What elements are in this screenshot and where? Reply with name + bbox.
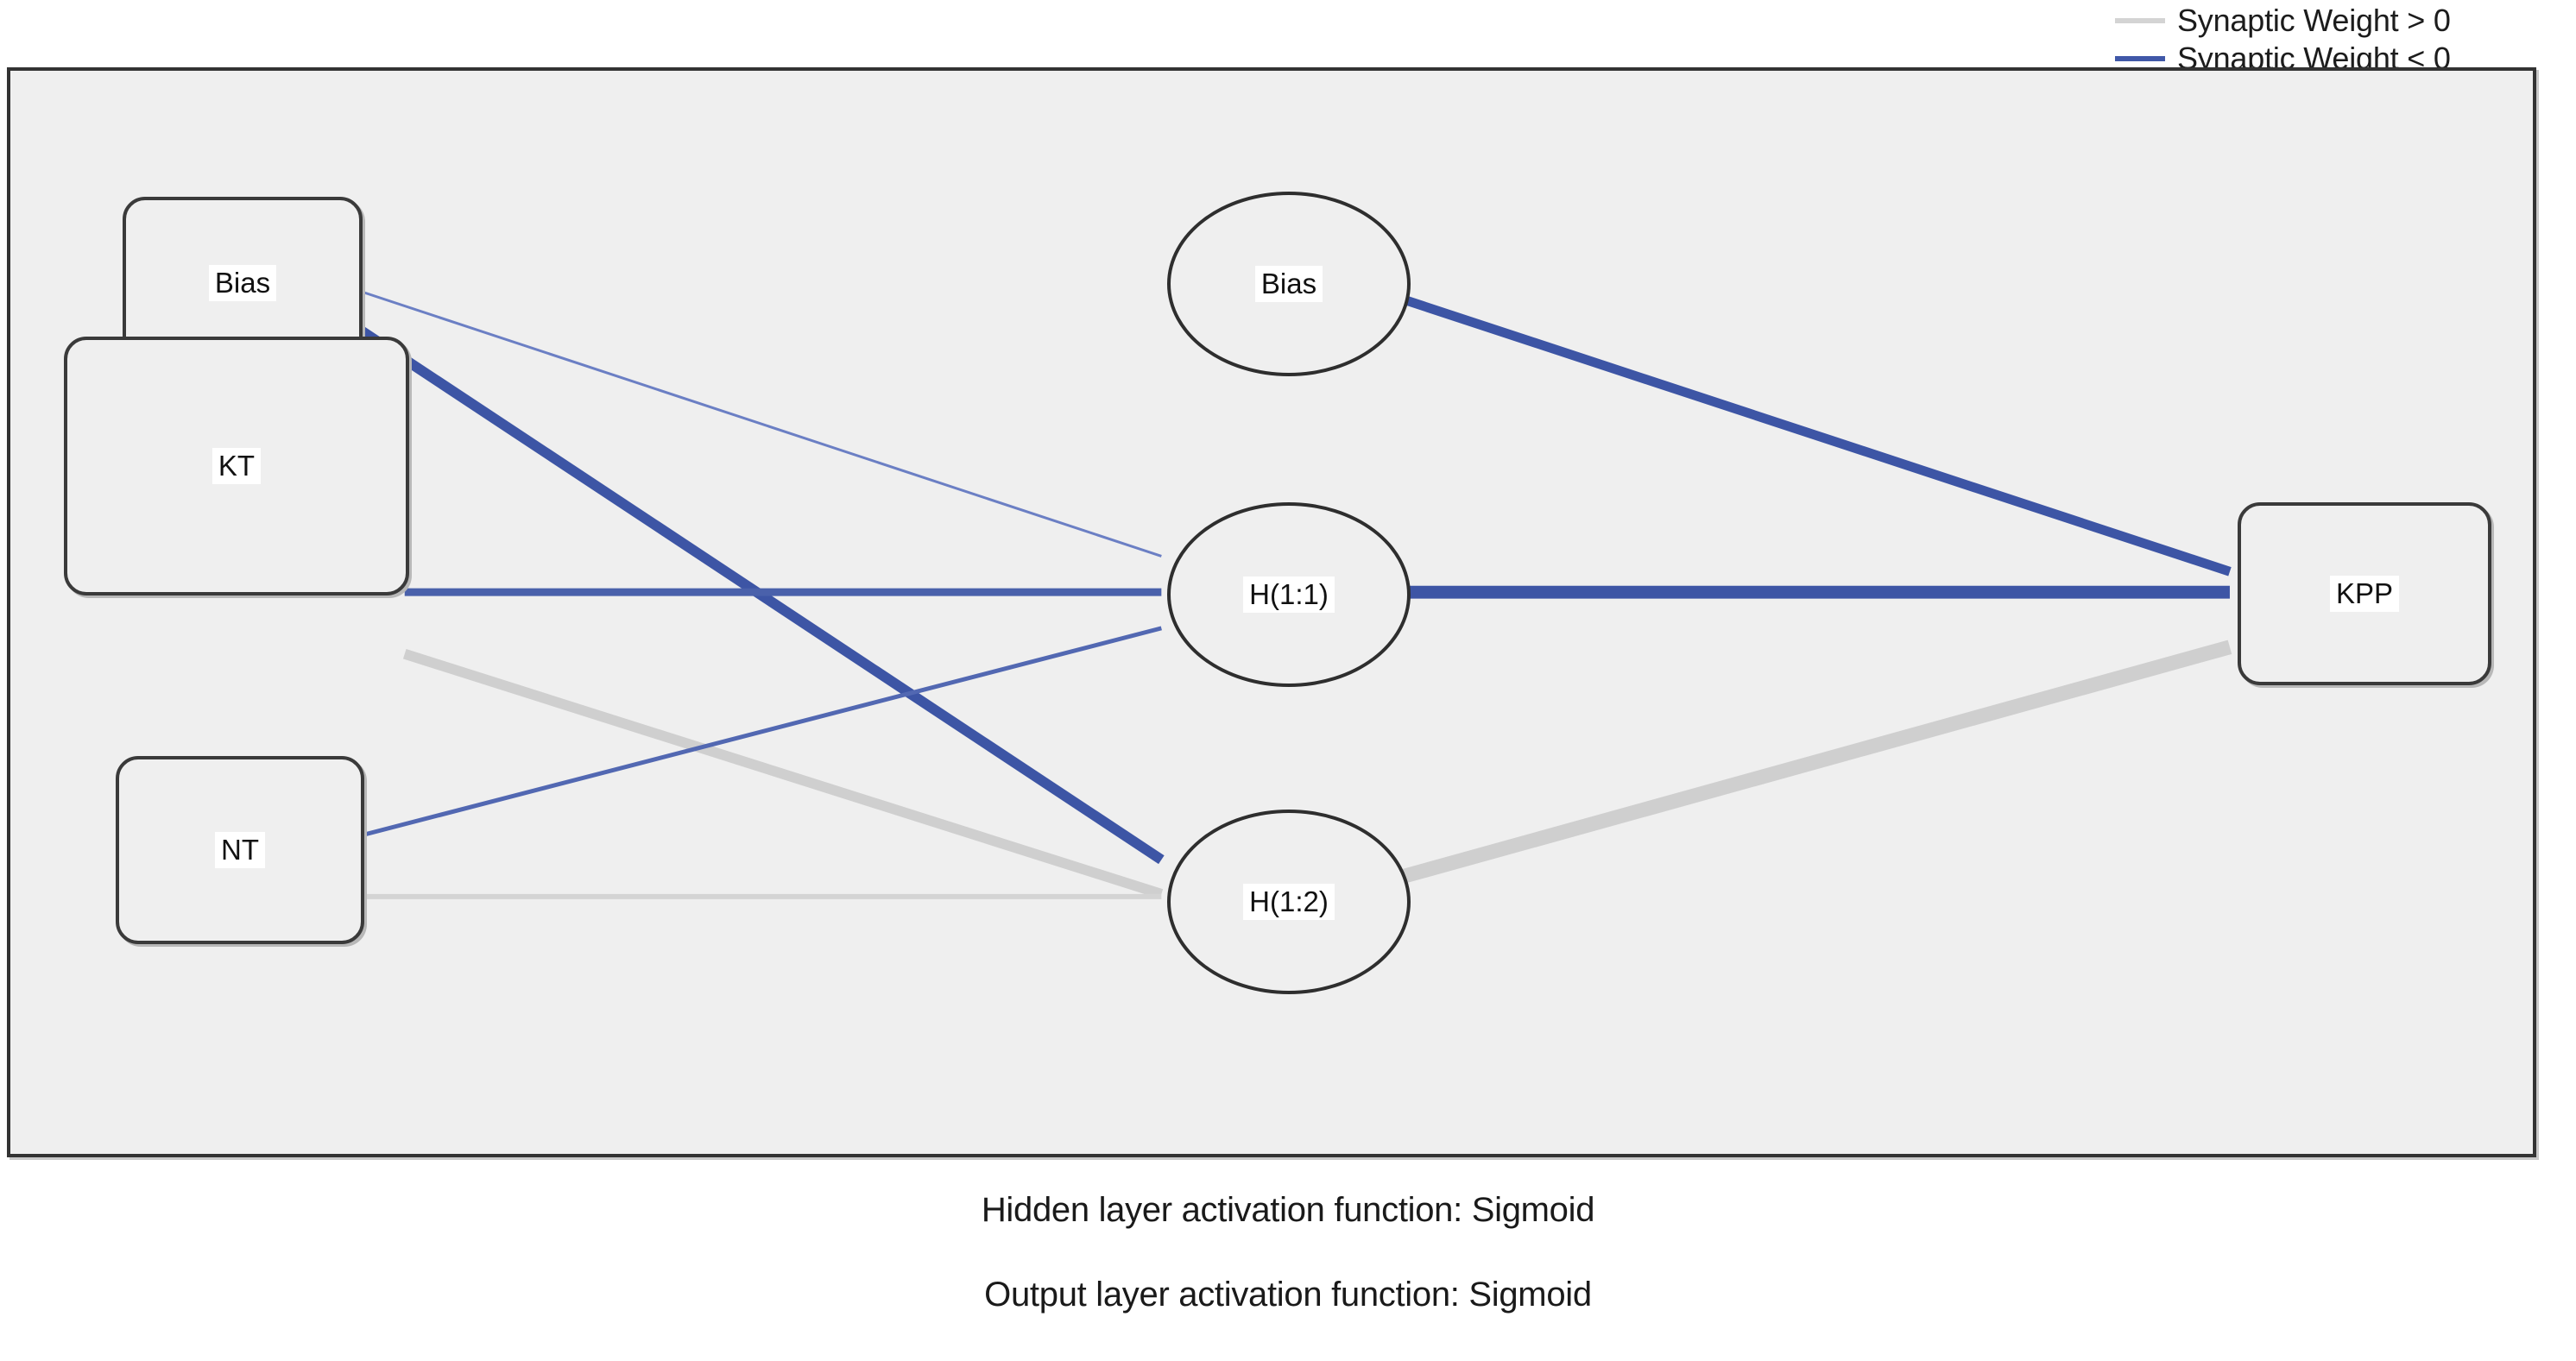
legend-swatch-negative-icon: [2115, 56, 2165, 61]
node-layer: Bias KT NT Bias H(1:1) H(1:2) KPP: [10, 71, 2533, 1154]
edge-NT-to-H(1:1): [359, 626, 1162, 838]
legend-swatch-positive-icon: [2115, 18, 2165, 23]
edge-Bias-to-H(1:1): [357, 288, 1162, 558]
node-output-kpp-label: KPP: [2329, 575, 2400, 613]
node-input-kt[interactable]: KT: [64, 337, 409, 595]
node-hidden-bias-label: Bias: [1254, 265, 1323, 303]
edge-Bias-to-KPP: [1399, 294, 2232, 577]
caption-hidden-activation: Hidden layer activation function: Sigmoi…: [981, 1191, 1595, 1229]
node-input-bias-label: Bias: [208, 264, 277, 302]
legend-label-positive: Synaptic Weight > 0: [2177, 3, 2451, 38]
node-input-nt-label: NT: [215, 831, 265, 869]
node-output-kpp[interactable]: KPP: [2238, 502, 2491, 685]
caption-output-activation: Output layer activation function: Sigmoi…: [984, 1276, 1592, 1314]
synaptic-edge-canvas: [354, 288, 2232, 899]
node-hidden-h12[interactable]: H(1:2): [1167, 810, 1411, 994]
legend-item-positive: Synaptic Weight > 0: [2115, 2, 2451, 40]
node-hidden-h11-label: H(1:1): [1243, 576, 1335, 614]
node-hidden-h11[interactable]: H(1:1): [1167, 502, 1411, 687]
node-input-nt[interactable]: NT: [116, 756, 364, 944]
edge-KT-to-H(1:2): [402, 649, 1164, 899]
node-hidden-bias[interactable]: Bias: [1167, 192, 1411, 376]
node-input-kt-label: KT: [212, 447, 262, 485]
node-hidden-h12-label: H(1:2): [1243, 883, 1335, 921]
network-diagram-panel: Bias KT NT Bias H(1:1) H(1:2) KPP: [7, 67, 2536, 1157]
edge-H(1:2)-to-KPP: [1399, 640, 2232, 885]
